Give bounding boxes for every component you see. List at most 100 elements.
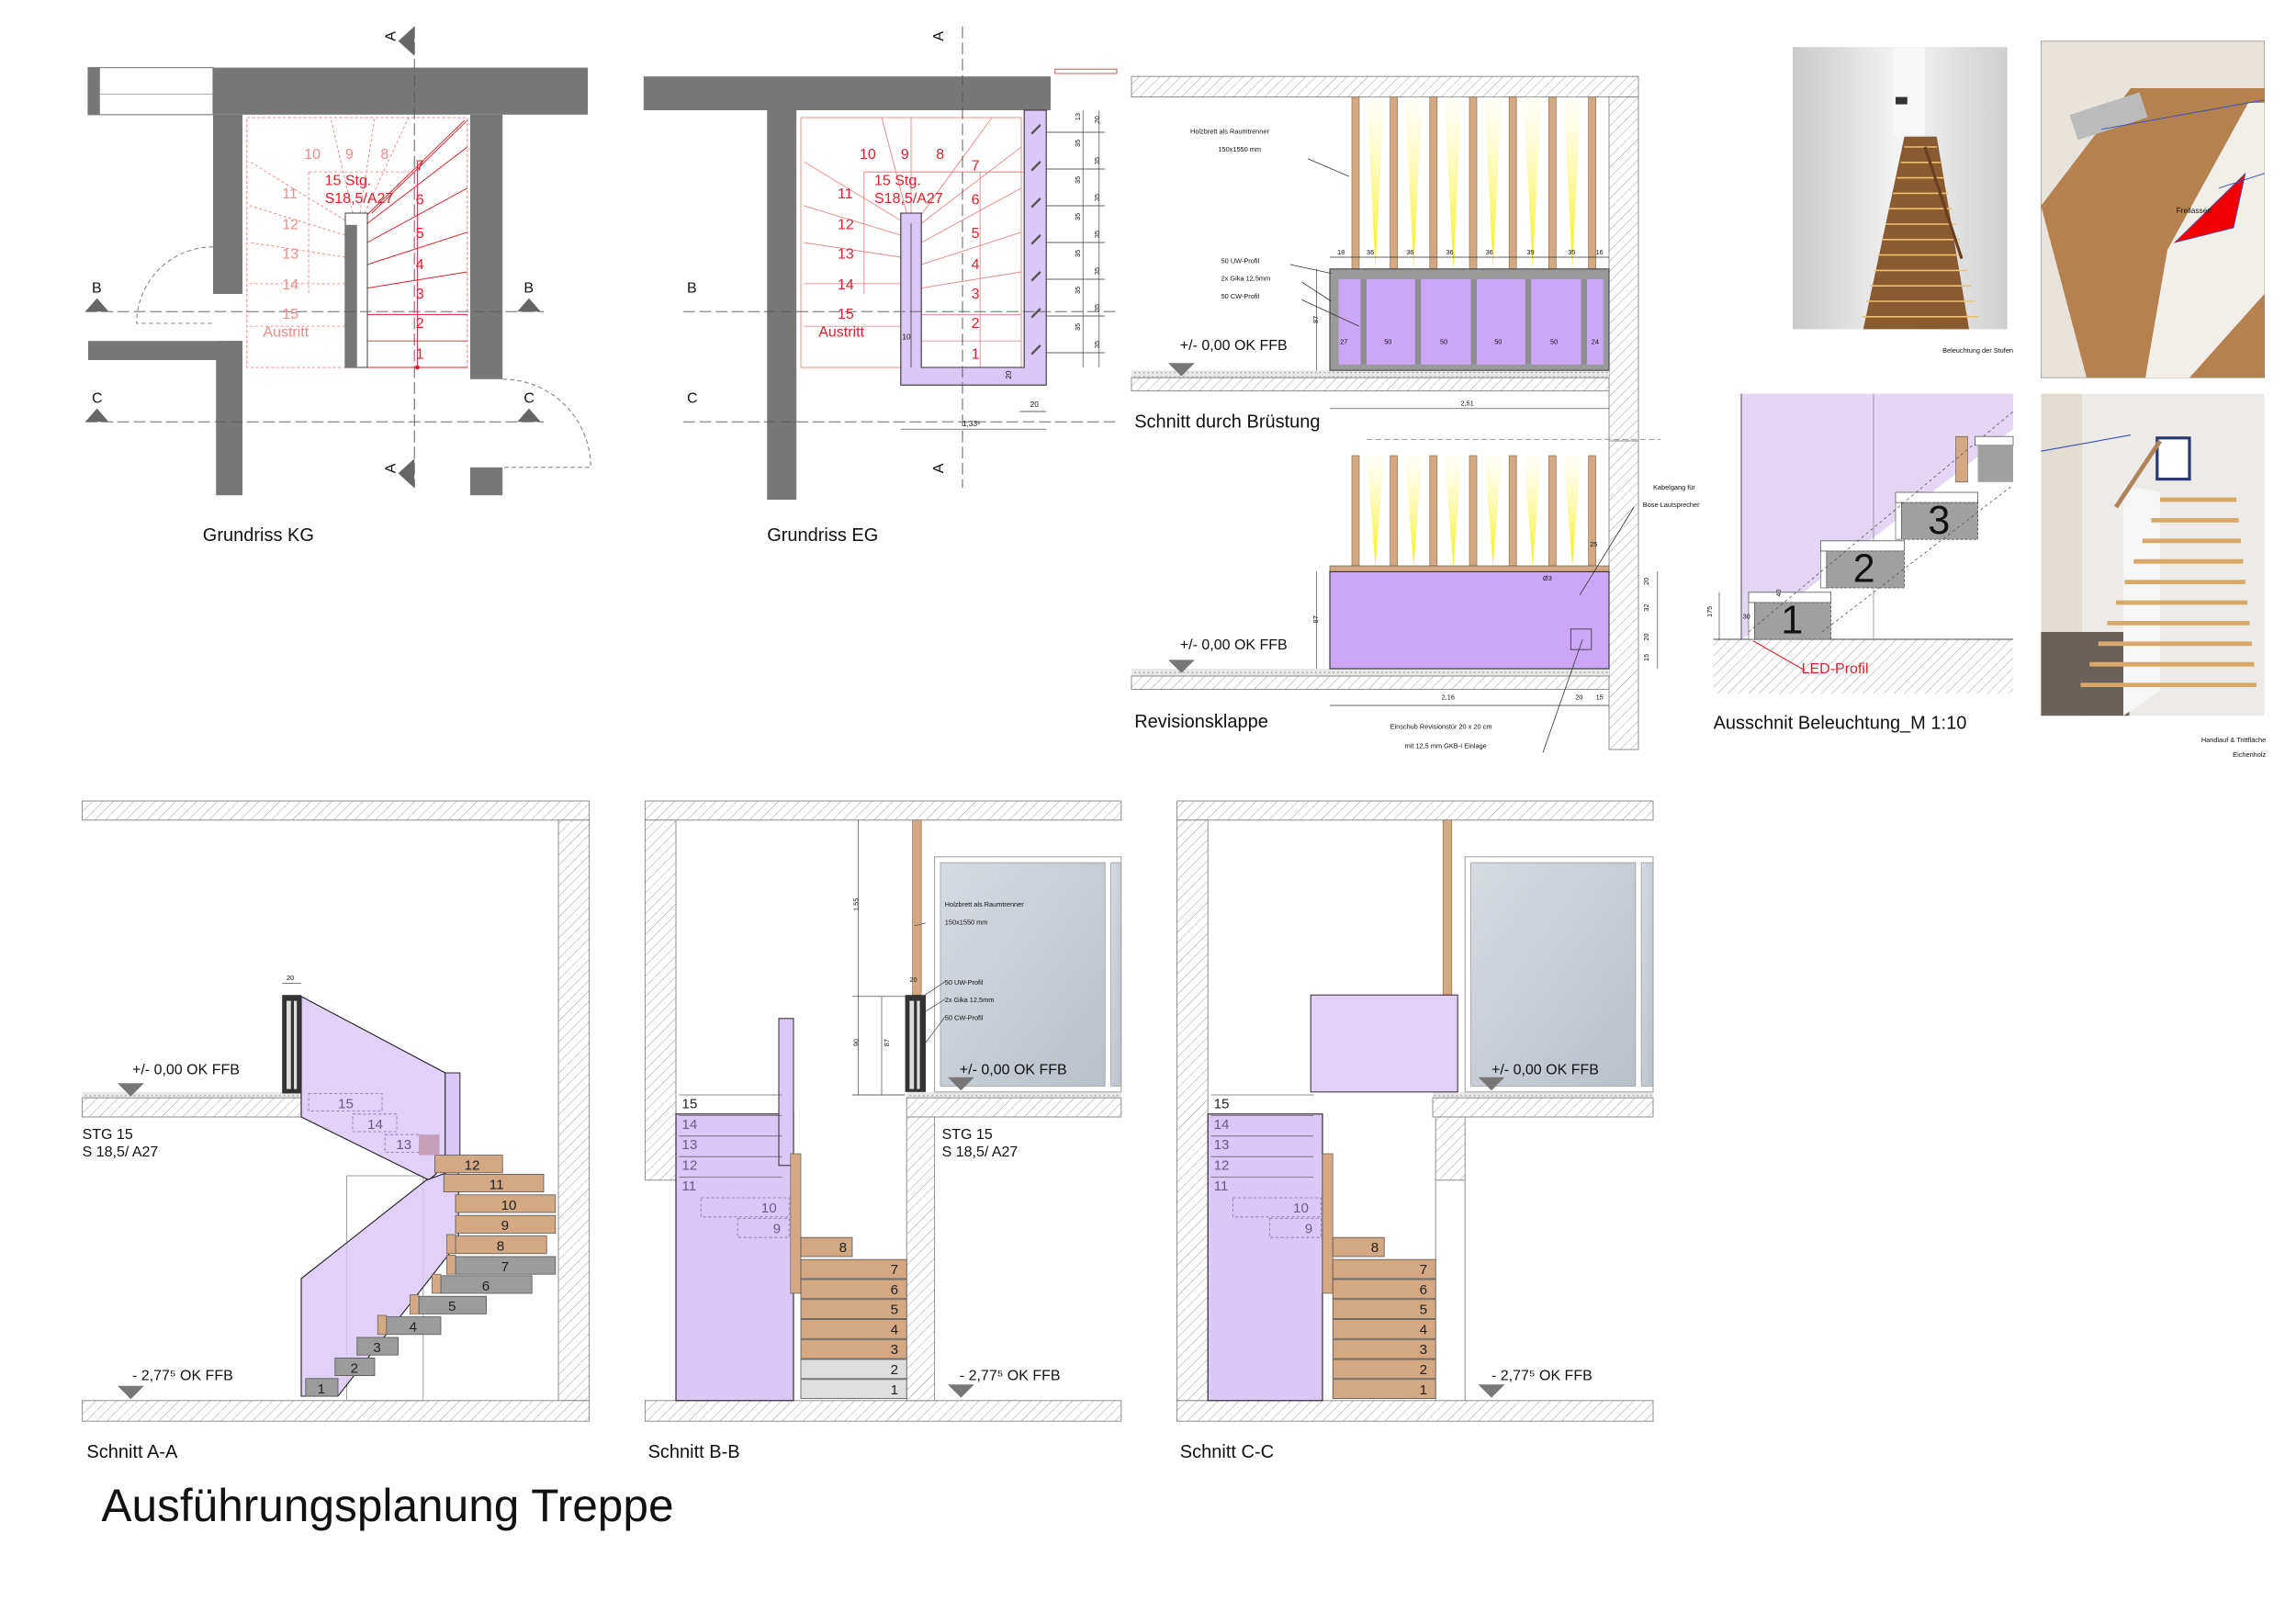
stair-step	[305, 1378, 339, 1397]
note: 50 UW-Profil	[945, 978, 984, 987]
wall	[213, 114, 242, 294]
section-marker-b	[517, 298, 541, 312]
dimension: 20	[1030, 400, 1040, 409]
step-number: 12	[1214, 1158, 1230, 1174]
dimension: 15	[1596, 694, 1604, 702]
led-arrow	[1752, 640, 1806, 671]
cw-stud	[1360, 279, 1367, 365]
step-number: 10	[501, 1198, 517, 1213]
section-marker-b	[84, 298, 109, 312]
revision-door	[1570, 628, 1593, 650]
light-cone	[1484, 456, 1503, 566]
note: 50 CW-Profil	[945, 1013, 984, 1021]
exit-label: Austritt	[818, 324, 864, 340]
upper-screed	[82, 1091, 301, 1099]
handrail-brackets	[1030, 124, 1041, 355]
stair-count: STG 15	[83, 1127, 133, 1143]
handrail-bracket	[1030, 271, 1041, 282]
stair-step	[1332, 1319, 1436, 1339]
level-marker	[1168, 363, 1195, 377]
dimension: 50	[1440, 337, 1447, 345]
photo-caption: Handlauf & Trittfläche	[2201, 736, 2266, 744]
dimension: 36	[1486, 248, 1493, 256]
exit-label: Austritt	[263, 324, 309, 340]
stair-count: 15 Stg.	[874, 174, 921, 189]
dimension: 87	[1311, 615, 1320, 623]
step-number: 11	[282, 186, 298, 202]
upper-slab	[82, 1097, 302, 1118]
step-number: 8	[1371, 1240, 1379, 1256]
step-number: 4	[410, 1320, 417, 1336]
step-number: 13	[396, 1137, 411, 1153]
level-marker	[948, 1384, 974, 1398]
parapet-box	[1329, 570, 1610, 670]
dimension: 24	[1592, 337, 1599, 345]
wood-slat	[1508, 96, 1517, 270]
floor	[1176, 1400, 1654, 1422]
ceiling	[82, 800, 591, 821]
stair-step	[1332, 1379, 1436, 1399]
dimension: 35	[1074, 176, 1082, 184]
step-number: 7	[891, 1262, 898, 1278]
dimension: 35	[1093, 267, 1101, 275]
step-number: 12	[681, 1158, 697, 1174]
section-marker-label: C	[687, 390, 698, 406]
dimension: 50	[1550, 337, 1558, 345]
window	[87, 66, 214, 116]
dimension: 36	[1446, 248, 1453, 256]
wall	[643, 76, 1051, 110]
dimension: 36	[1367, 248, 1374, 256]
stair-step	[1332, 1359, 1436, 1380]
side-wall	[644, 819, 677, 1181]
labels: Ausführungsplanung Treppe Grundriss KG G…	[86, 412, 1966, 1531]
wood-slat	[1351, 96, 1360, 270]
cw-stud	[1470, 279, 1477, 365]
note: 150x1550 mm	[945, 918, 988, 926]
step-number: 3	[1928, 499, 1950, 543]
dimension: 36	[1406, 248, 1413, 256]
step-number: 2	[1420, 1362, 1427, 1378]
wall	[470, 467, 503, 496]
section-marker-label: A	[383, 31, 399, 41]
led-label: LED-Profil	[1802, 661, 1869, 677]
sheet-title: Ausführungsplanung Treppe	[101, 1480, 673, 1531]
glass-panel	[940, 862, 1106, 1087]
handrail-bracket	[1030, 344, 1041, 355]
step-number: 9	[1305, 1221, 1312, 1236]
level-label: +/- 0,00 OK FFB	[1491, 1063, 1599, 1078]
step-number: 15	[338, 1096, 354, 1111]
door-swing	[136, 246, 214, 324]
step-number: 4	[972, 257, 980, 273]
step-number: 4	[416, 257, 424, 273]
section-label-bb: Schnitt B-B	[648, 1442, 740, 1462]
step-number: 7	[1420, 1262, 1427, 1278]
dimension: 20	[909, 976, 917, 984]
step-number: 15	[282, 307, 298, 322]
level-marker	[118, 1385, 144, 1400]
dimension: 20	[1575, 694, 1582, 702]
dimension: 32	[1642, 603, 1650, 611]
photo-stair-overview	[2041, 40, 2265, 378]
stair-count: 15 Stg.	[325, 174, 372, 189]
dimension: 87	[883, 1039, 891, 1046]
photo-caption: Eichenholz	[2233, 750, 2266, 759]
light-cone	[1404, 456, 1423, 566]
step-number: 3	[416, 287, 424, 302]
handrail-bracket	[1030, 124, 1041, 135]
photo-stair-lighting	[1793, 47, 2008, 330]
dimension: 35	[1074, 323, 1082, 331]
floor-slab	[1131, 675, 1610, 690]
dimension: 16	[1596, 248, 1604, 256]
floor	[644, 1400, 1122, 1422]
step-number: 11	[838, 186, 853, 202]
wood-slat	[1508, 455, 1517, 567]
level-label: - 2,77⁵ OK FFB	[132, 1368, 233, 1383]
step-number: 6	[416, 192, 424, 208]
step-number: 10	[761, 1201, 777, 1216]
step-number: 8	[936, 147, 944, 163]
step-number: 10	[860, 147, 876, 163]
dimension: 50	[1384, 337, 1391, 345]
